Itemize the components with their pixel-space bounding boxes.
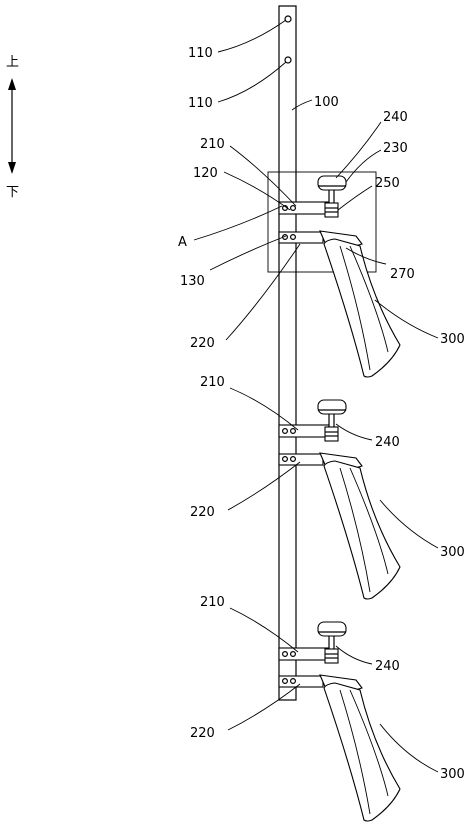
arrow-up-icon [8,78,16,90]
label-240-1: 240 [383,110,408,125]
label-300-2: 300 [440,545,465,560]
label-120: 120 [193,166,218,181]
label-220-2: 220 [190,505,215,520]
assembly-unit-3 [278,621,401,822]
knob-240-1 [317,175,347,191]
bracket-210-3 [278,647,330,661]
label-110-top: 110 [188,46,213,61]
up-label: 上 [6,55,19,70]
label-210-3: 210 [200,595,225,610]
leader-lines [193,19,439,773]
arrow-down-icon [8,162,16,174]
label-110-bottom: 110 [188,96,213,111]
detail-box-a [267,171,377,273]
vertical-plate [278,5,297,701]
down-label: 下 [6,185,19,200]
label-230: 230 [383,141,408,156]
label-220-3: 220 [190,726,215,741]
hole-110-bottom [284,56,292,64]
hole-110-top [284,15,292,23]
label-210-2: 210 [200,375,225,390]
assembly-unit-2 [278,399,401,600]
direction-indicator: 上 下 [6,55,19,200]
label-240-2: 240 [375,435,400,450]
bracket-210-2 [278,424,330,438]
label-300-1: 300 [440,332,465,347]
label-220-1: 220 [190,336,215,351]
label-210-1: 210 [200,137,225,152]
bracket-220-1 [278,231,324,244]
blade-300-2 [323,460,401,600]
label-130: 130 [180,274,205,289]
assembly-unit-1 [278,175,401,378]
knob-240-3 [317,621,347,637]
bracket-220-2 [278,453,324,466]
label-100: 100 [314,95,339,110]
label-a: A [178,235,187,250]
blade-300-1 [323,238,401,378]
bracket-220-3 [278,675,324,688]
label-300-3: 300 [440,767,465,782]
label-250: 250 [375,176,400,191]
label-240-3: 240 [375,659,400,674]
nut-250-2 [324,426,339,442]
knob-240-2 [317,399,347,415]
nut-250-3 [324,648,339,664]
nut-250-1 [324,202,339,218]
blade-300-3 [323,682,401,822]
reference-labels: 110 110 100 240 230 210 120 250 A 130 27… [178,46,465,782]
label-270: 270 [390,267,415,282]
